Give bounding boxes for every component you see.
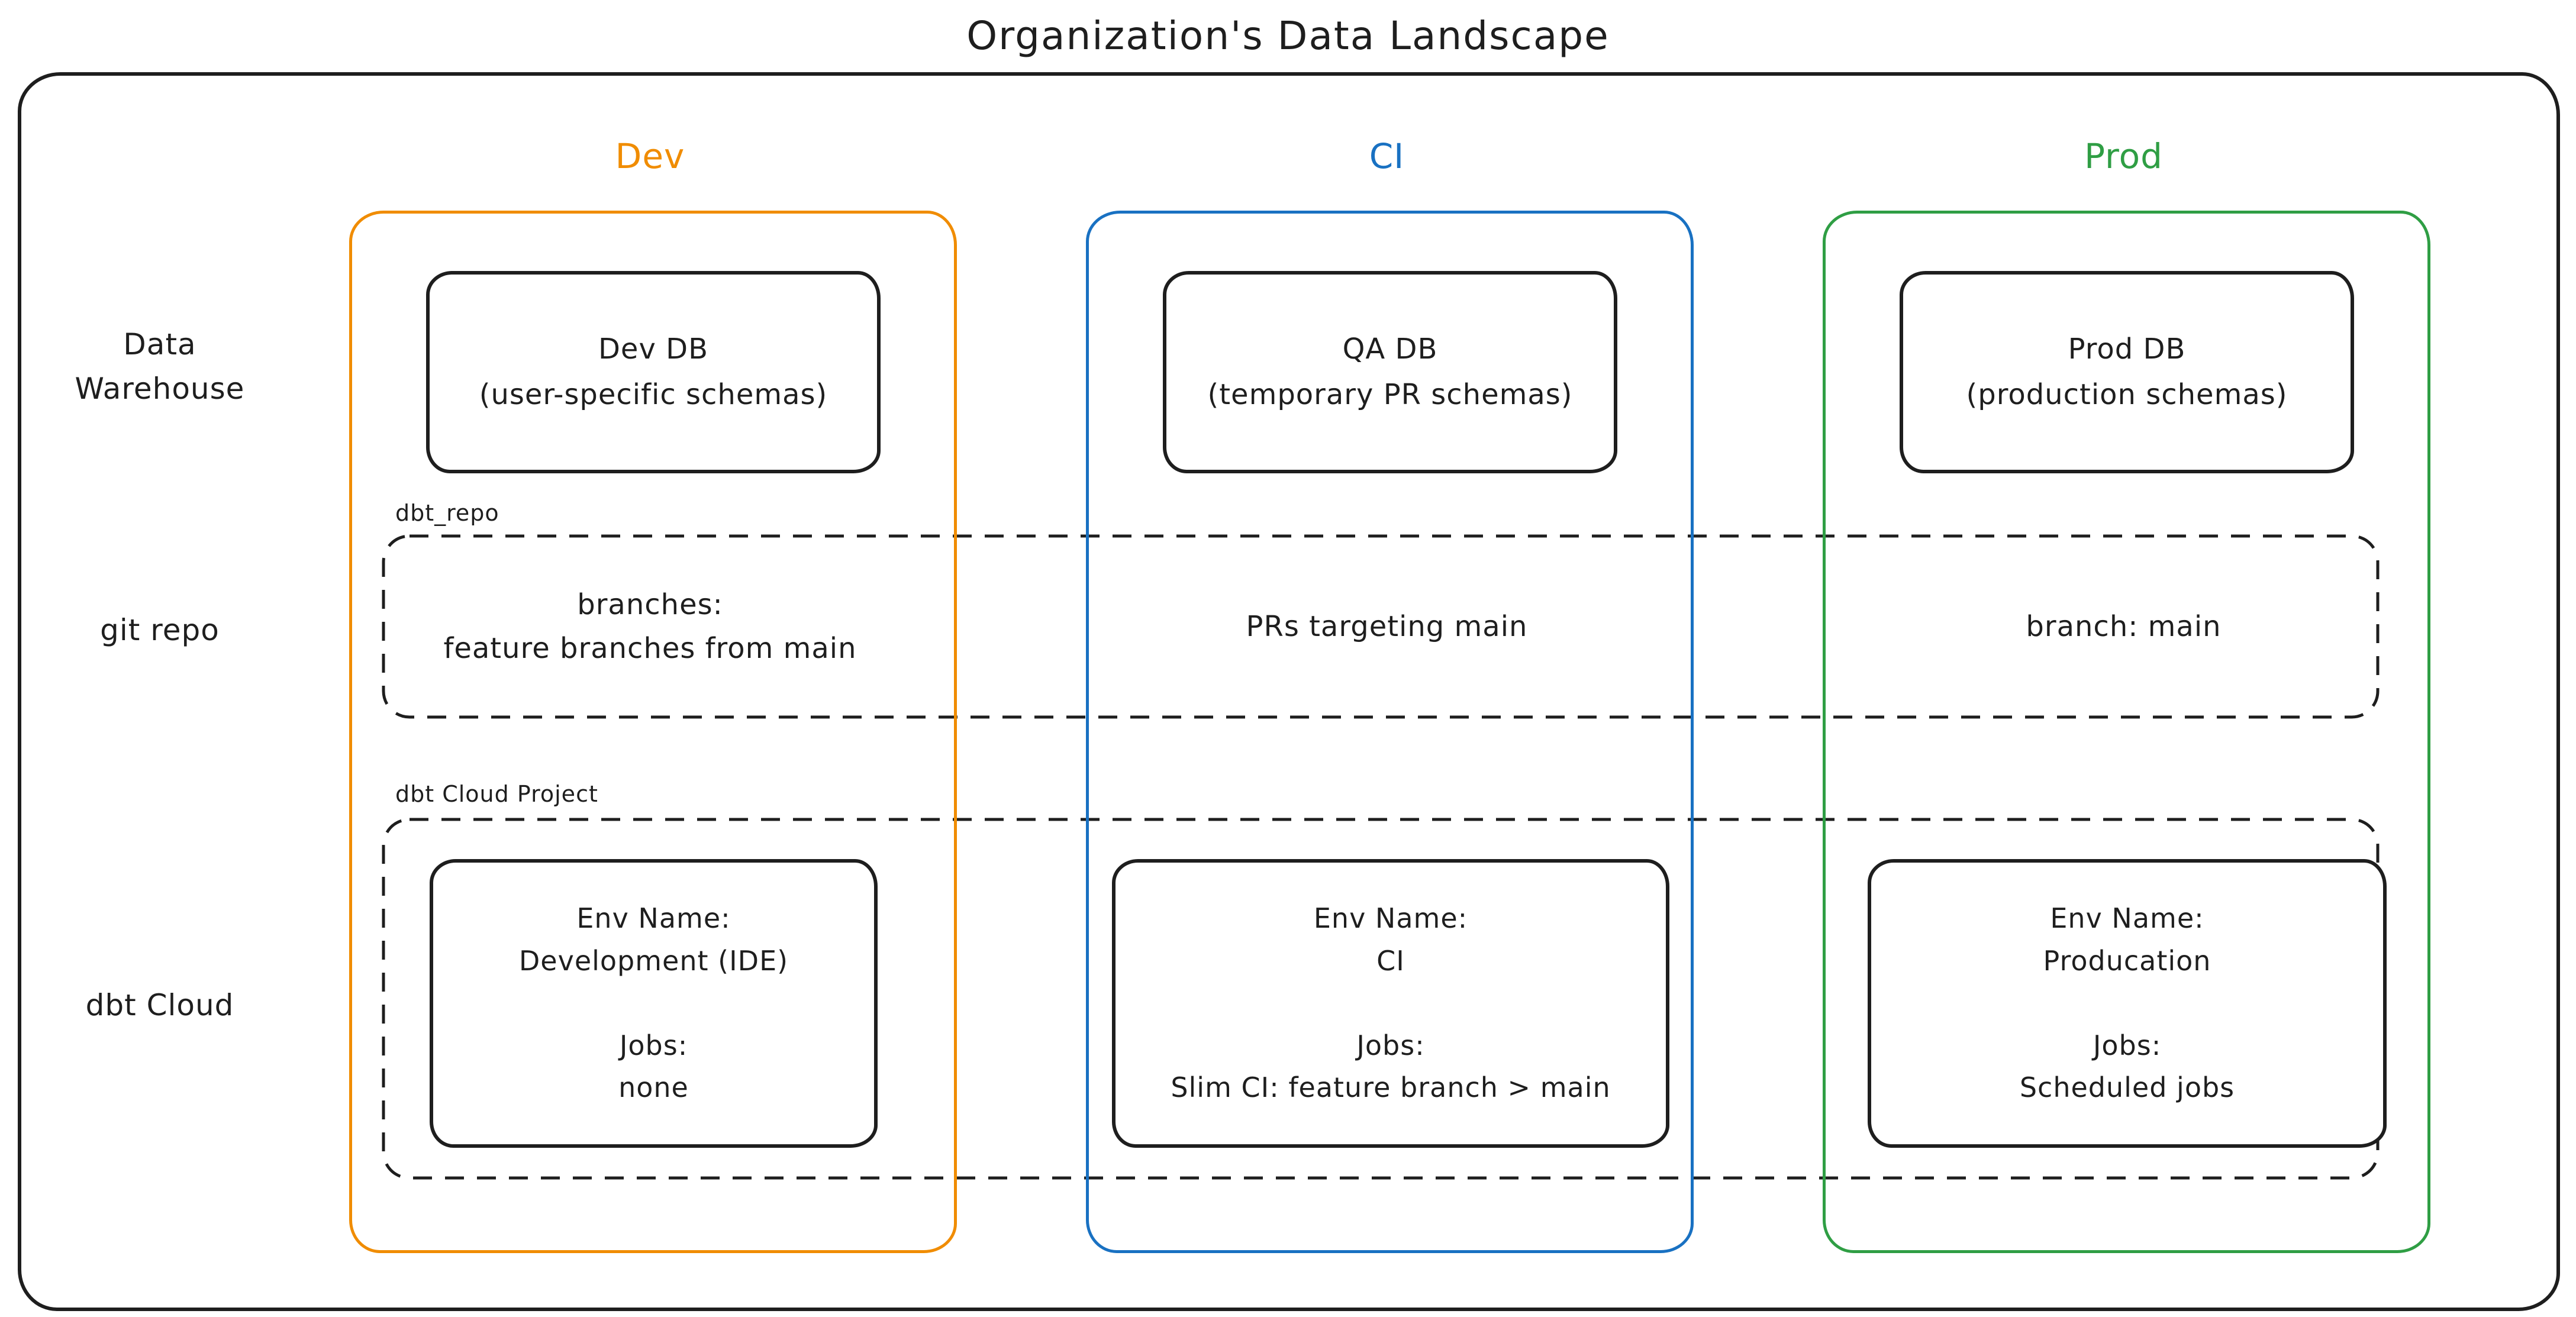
dev-git-line1: branches:: [577, 588, 723, 621]
ci-env-jobs: Slim CI: feature branch > main: [1171, 1071, 1611, 1104]
row-label-data-warehouse-line2: Warehouse: [75, 372, 245, 406]
ci-env-box: Env Name: CI Jobs: Slim CI: feature bran…: [1112, 859, 1669, 1148]
prod-env-name-label: Env Name:: [2050, 902, 2204, 935]
ci-git-line1: PRs targeting main: [1246, 609, 1528, 643]
dev-env-jobs-label: Jobs:: [619, 1029, 688, 1061]
qa-db-subtitle: (temporary PR schemas): [1207, 378, 1573, 411]
outer-frame: [18, 72, 2560, 1311]
diagram-title: Organization's Data Landscape: [966, 13, 1610, 59]
dev-db-subtitle: (user-specific schemas): [479, 378, 828, 411]
git-repo-band-label: dbt_repo: [395, 500, 499, 526]
prod-column-box: [1823, 211, 2430, 1253]
row-label-git-repo-line1: git repo: [100, 613, 220, 647]
prod-env-name: Producation: [2043, 944, 2211, 977]
row-label-data-warehouse: Data Warehouse: [41, 322, 278, 411]
dev-git-line2: feature branches from main: [443, 632, 857, 665]
qa-db-box: QA DB (temporary PR schemas): [1163, 271, 1617, 473]
dev-db-title: Dev DB: [598, 333, 709, 366]
column-header-dev: Dev: [615, 136, 685, 176]
row-label-dbt-cloud: dbt Cloud: [41, 983, 278, 1028]
prod-env-box: Env Name: Producation Jobs: Scheduled jo…: [1868, 859, 2387, 1148]
dev-git-text: branches: feature branches from main: [349, 534, 951, 719]
row-label-data-warehouse-line1: Data: [123, 327, 196, 361]
prod-git-line1: branch: main: [2026, 609, 2222, 643]
prod-env-jobs-label: Jobs:: [2093, 1029, 2162, 1061]
ci-git-text: PRs targeting main: [1086, 534, 1688, 719]
dev-env-jobs: none: [618, 1071, 689, 1104]
row-label-dbt-cloud-line1: dbt Cloud: [85, 988, 234, 1022]
dev-db-box: Dev DB (user-specific schemas): [426, 271, 881, 473]
dbt-project-band-label: dbt Cloud Project: [395, 781, 598, 807]
row-label-git-repo: git repo: [41, 608, 278, 653]
ci-env-name: CI: [1376, 944, 1405, 977]
dev-env-box: Env Name: Development (IDE) Jobs: none: [430, 859, 878, 1148]
column-header-prod: Prod: [2084, 136, 2163, 176]
dev-column-box: [349, 211, 957, 1253]
qa-db-title: QA DB: [1342, 333, 1438, 366]
prod-db-title: Prod DB: [2068, 333, 2186, 366]
ci-column-box: [1086, 211, 1694, 1253]
ci-env-name-label: Env Name:: [1313, 902, 1468, 935]
dev-env-name: Development (IDE): [518, 944, 789, 977]
prod-db-box: Prod DB (production schemas): [1900, 271, 2354, 473]
ci-env-jobs-label: Jobs:: [1356, 1029, 1425, 1061]
prod-git-text: branch: main: [1823, 534, 2425, 719]
prod-db-subtitle: (production schemas): [1966, 378, 2288, 411]
prod-env-jobs: Scheduled jobs: [2019, 1071, 2235, 1104]
column-header-ci: CI: [1369, 136, 1405, 176]
dev-env-name-label: Env Name:: [576, 902, 731, 935]
